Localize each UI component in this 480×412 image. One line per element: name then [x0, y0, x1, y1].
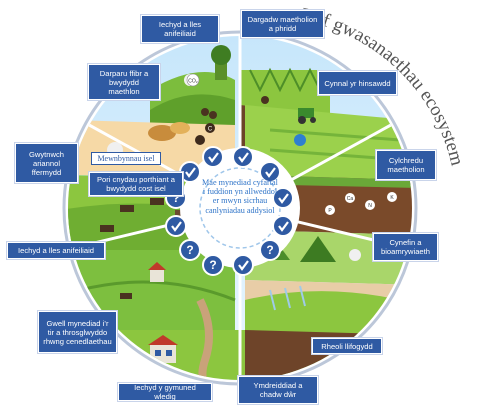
label-nutrient-cycling: Cylchredu maetholion [376, 150, 436, 180]
svg-text:?: ? [186, 243, 193, 257]
carbon-label: C [208, 127, 213, 133]
nutrient-k: K [390, 195, 394, 201]
label-rural-health: Iechyd y gymuned wledig [118, 383, 212, 401]
scene-icon-labels: CO₂ C P Ca N K [186, 73, 394, 214]
label-biodiversity: Cynefin a bioamrywiaeth [373, 233, 438, 261]
label-animal-welfare-top: Iechyd a lles anifeiliaid [141, 15, 219, 43]
center-statement: Mae mynediad cyfartal i fuddion yn allwe… [202, 178, 278, 215]
check-icon [179, 161, 201, 183]
label-water-retention: Ymdreiddiad a chadw dŵr [238, 376, 318, 404]
co2-label: CO₂ [188, 79, 198, 85]
badge-ring: ? ? ? ? [165, 146, 294, 276]
label-low-inputs: Mewnbynnau isel [91, 152, 161, 165]
question-icon: ? [259, 239, 281, 261]
check-icon [232, 254, 254, 276]
label-animal-welfare-left: Iechyd a lles anifeiliaid [7, 242, 105, 259]
label-land-access: Gwell mynediad i’r tir a throsglwyddo rh… [38, 311, 117, 353]
nutrient-n: N [368, 203, 372, 209]
label-climate: Cynnal yr hinsawdd [318, 71, 397, 95]
label-financial-resilience: Gwytnwch ariannol ffermydd [15, 143, 78, 183]
check-icon [165, 215, 187, 237]
check-icon [272, 187, 294, 209]
label-flood-management: Rheoli llifogydd [312, 338, 382, 354]
label-forage-grazing: Pori cnydau porthiant a bwydydd cost ise… [89, 172, 183, 196]
check-icon [232, 146, 254, 168]
check-icon [272, 215, 294, 237]
check-icon [202, 146, 224, 168]
svg-text:?: ? [266, 243, 273, 257]
label-fibre-food: Darparu ffibr a bwydydd maethlon [88, 64, 160, 100]
nutrient-ca: Ca [347, 196, 354, 202]
scene-farm-access [68, 250, 236, 330]
question-icon: ? [179, 239, 201, 261]
nutrient-p: P [328, 208, 332, 214]
svg-text:?: ? [172, 191, 179, 205]
question-icon: ? [202, 254, 224, 276]
label-soil-retention: Dargadw maetholion a phridd [241, 10, 324, 38]
check-icon [259, 161, 281, 183]
svg-text:?: ? [209, 258, 216, 272]
